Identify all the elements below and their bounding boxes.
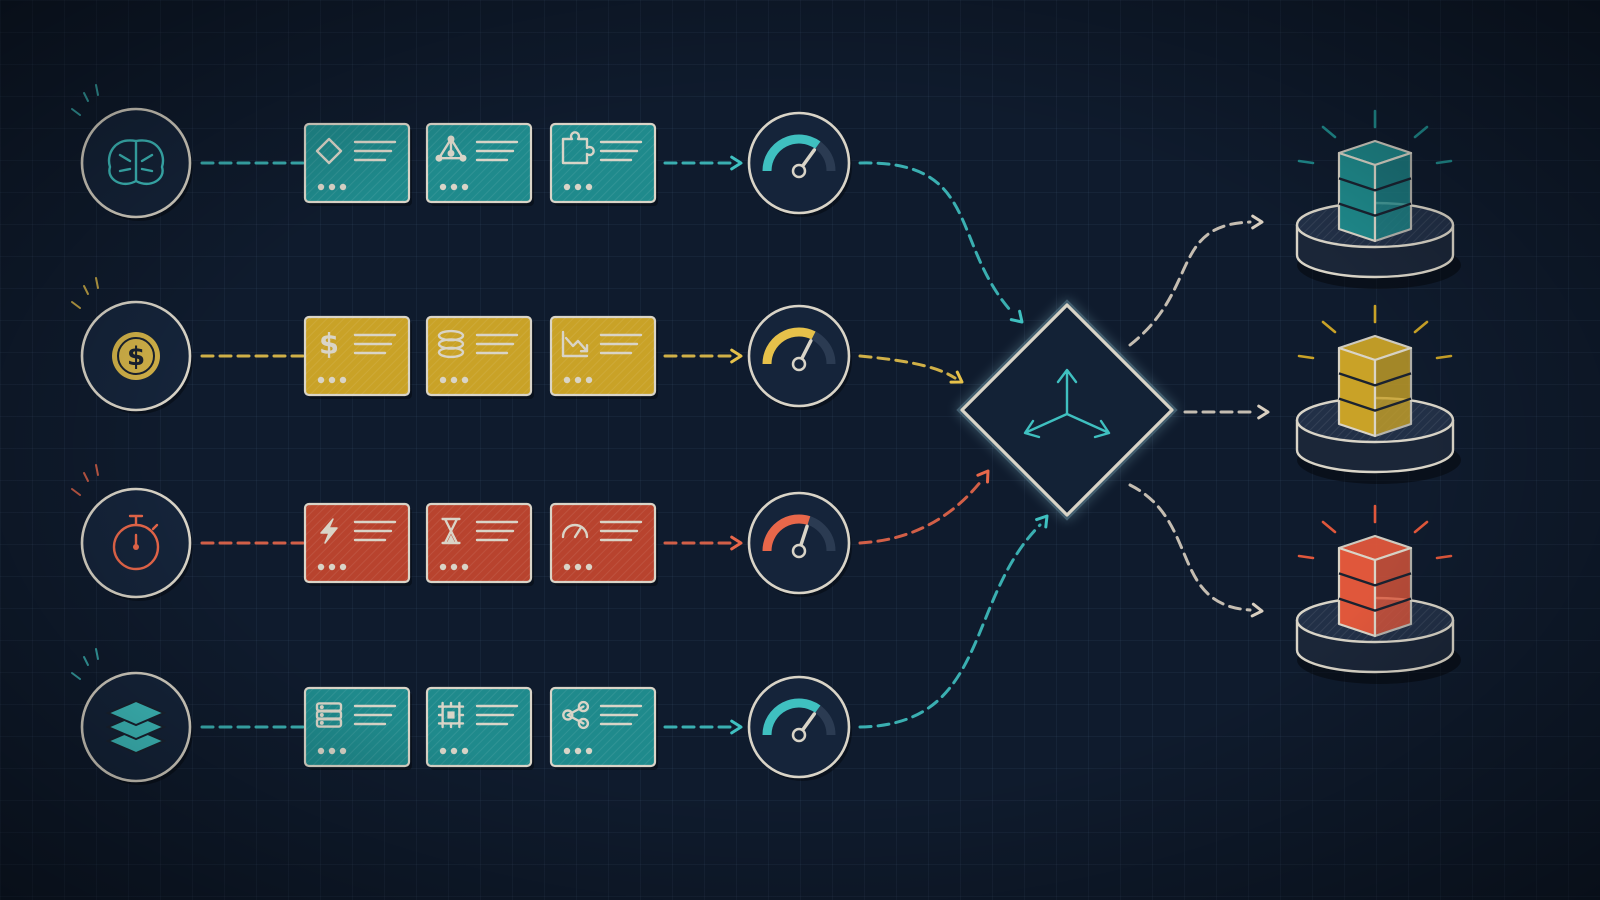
network-nodes-icon <box>437 137 465 160</box>
text-lines <box>475 333 519 355</box>
text-lines <box>599 333 643 355</box>
row-intelligence <box>71 84 852 221</box>
connector-to-router <box>858 354 957 380</box>
gauge-fill <box>762 698 821 736</box>
speedometer-icon <box>561 523 589 539</box>
arrow-head <box>1250 602 1264 618</box>
dots-indicator <box>439 183 447 191</box>
cube-divider <box>1338 572 1412 587</box>
lightning-bolt-icon <box>320 518 338 544</box>
dots-indicator <box>563 563 571 571</box>
dots-indicator <box>317 747 325 755</box>
sparkle-rays <box>1297 304 1453 360</box>
dots-indicator <box>317 376 325 384</box>
arrow-head <box>1009 309 1024 324</box>
text-lines <box>599 704 643 726</box>
dots-indicator <box>317 183 325 191</box>
gauge-fill <box>762 514 811 552</box>
diamond-icon <box>315 137 343 165</box>
text-lines <box>353 520 397 542</box>
spark-marks <box>71 648 99 680</box>
connector-to-router <box>858 523 1042 729</box>
sparkle-rays <box>1297 109 1453 165</box>
connector-to-router <box>858 478 984 545</box>
spark-marks <box>71 277 99 309</box>
dollar-coin-icon <box>112 332 160 380</box>
share-nodes-icon <box>566 705 585 725</box>
dots-indicator <box>439 376 447 384</box>
text-lines <box>353 333 397 355</box>
arrow-head <box>949 370 964 384</box>
outcome-red <box>1295 504 1461 684</box>
dots-indicator <box>563 376 571 384</box>
text-lines <box>353 704 397 726</box>
gauge-fill <box>762 327 816 365</box>
node-layer: $$ <box>71 84 1461 785</box>
dots-indicator <box>317 563 325 571</box>
arrow-head <box>730 535 743 551</box>
gauge-node <box>747 491 851 595</box>
gauge-node <box>747 304 851 408</box>
arrow-head <box>1251 214 1264 230</box>
gauge-node <box>747 675 851 779</box>
dollar-sign-icon: $ <box>319 327 339 361</box>
text-lines <box>599 140 643 162</box>
dots-indicator <box>563 747 571 755</box>
connector-to-outcome <box>1128 483 1252 612</box>
text-lines <box>353 140 397 162</box>
text-lines <box>475 704 519 726</box>
dots-indicator <box>439 563 447 571</box>
dots-indicator <box>439 747 447 755</box>
spark-marks <box>71 464 99 496</box>
outcome-gold <box>1295 304 1461 484</box>
cube-divider <box>1338 372 1412 387</box>
puzzle-piece-icon <box>561 131 595 165</box>
spark-marks <box>71 84 99 116</box>
text-lines <box>475 520 519 542</box>
arrow-head <box>730 719 743 735</box>
trending-down-chart-icon <box>561 330 589 358</box>
dots-indicator <box>563 183 571 191</box>
connector-to-outcome <box>1128 220 1252 347</box>
text-lines <box>599 520 643 542</box>
three-way-split-arrows-icon <box>1023 368 1111 439</box>
arrow-head <box>1035 514 1049 529</box>
gauge-fill <box>762 134 821 172</box>
gauge-node <box>747 111 851 215</box>
outcome-teal <box>1295 109 1461 289</box>
cube-divider <box>1338 177 1412 192</box>
sparkle-rays <box>1297 504 1453 560</box>
svg-text:$: $ <box>127 342 145 372</box>
row-cost: $$ <box>71 277 852 414</box>
router-node <box>956 299 1178 521</box>
text-lines <box>475 140 519 162</box>
arrow-head <box>1257 404 1270 420</box>
row-infrastructure <box>71 648 852 785</box>
arrow-head <box>730 155 743 171</box>
connector-to-router <box>858 161 1012 312</box>
arrow-head <box>976 469 990 484</box>
brain-icon <box>107 139 165 186</box>
arrow-head <box>730 348 743 364</box>
row-speed <box>71 464 852 601</box>
